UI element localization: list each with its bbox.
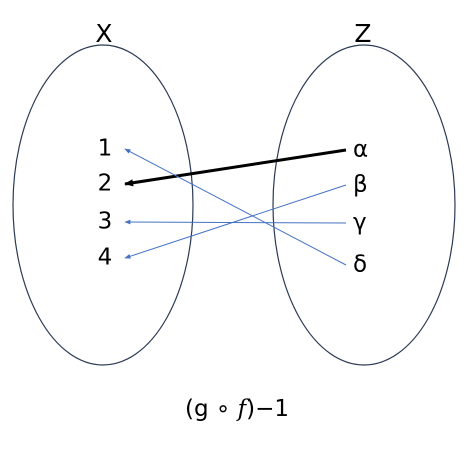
mapping-arrow [124,184,347,259]
caption-suffix: )−1 [246,396,289,422]
codomain-element: γ [353,210,367,236]
diagram-caption: (g ∘ f)−1 [0,396,474,422]
set-z-ellipse [272,44,456,366]
codomain-element: δ [353,252,367,278]
domain-element: 2 [98,171,113,197]
mapping-arrow [124,219,347,225]
mapping-arrow [124,148,347,266]
set-z-label: Z [354,19,371,48]
codomain-element: α [353,137,368,163]
domain-element: 1 [98,136,113,162]
caption-prefix: (g ∘ [185,396,238,422]
domain-element: 4 [98,245,113,271]
caption-function: f [237,396,247,422]
mapping-arrows [124,148,347,266]
domain-element: 3 [98,209,113,235]
mapping-arrow [124,148,347,187]
set-x-label: X [95,19,112,48]
codomain-element: β [353,172,368,198]
set-x-ellipse [12,44,194,366]
